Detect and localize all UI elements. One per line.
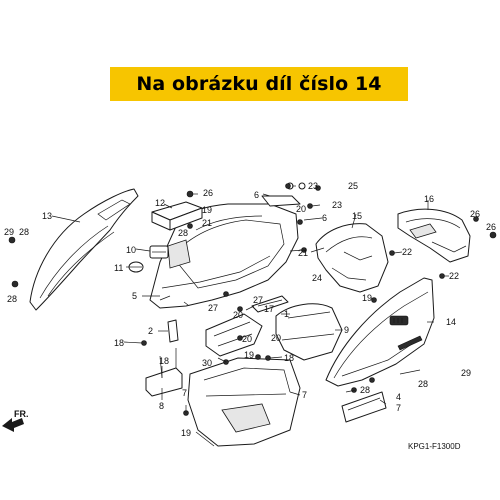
part-2-bracket <box>167 319 179 343</box>
part-6-bracket <box>261 182 306 207</box>
callout-18: 18 <box>159 356 169 366</box>
callout-19: 19 <box>181 428 191 438</box>
callout-13: 13 <box>42 211 52 221</box>
callout-2: 2 <box>148 326 153 336</box>
part-13-left-side-cover <box>29 188 139 311</box>
callout-5: 5 <box>132 291 137 301</box>
callout-22: 22 <box>449 271 459 281</box>
callout-19: 19 <box>244 350 254 360</box>
callout-27: 27 <box>208 303 218 313</box>
callout-28: 28 <box>19 227 29 237</box>
part-7-undertray <box>187 357 301 447</box>
callout-19: 19 <box>202 205 212 215</box>
part-30-tray-cover <box>205 313 263 357</box>
callout-11: 11 <box>114 263 123 273</box>
callout-15: 15 <box>352 211 362 221</box>
callout-23: 23 <box>308 181 318 191</box>
part-4-reflector-plate <box>341 391 387 423</box>
callout-26: 26 <box>486 222 496 232</box>
callout-26: 26 <box>203 188 213 198</box>
part-1-rail <box>251 295 289 313</box>
part-9-floor-panel <box>275 303 343 361</box>
callout-28: 28 <box>360 385 370 395</box>
title-text: Na obrázku díl číslo 14 <box>136 73 382 95</box>
callout-6: 6 <box>322 213 327 223</box>
callout-19: 19 <box>362 293 372 303</box>
callout-20: 20 <box>296 204 306 214</box>
callout-20: 20 <box>233 310 243 320</box>
callout-29: 29 <box>461 368 471 378</box>
part-10-cap <box>149 245 169 259</box>
callout-30: 30 <box>202 358 212 368</box>
front-label: FR. <box>14 409 29 419</box>
callout-29: 29 <box>4 227 14 237</box>
callout-28: 28 <box>7 294 17 304</box>
callout-27: 27 <box>253 295 263 305</box>
callout-21: 21 <box>202 218 212 228</box>
part-12-small-box <box>151 201 203 231</box>
part-16-rear-grip <box>397 208 471 263</box>
callout-10: 10 <box>126 245 136 255</box>
callout-6: 6 <box>254 190 259 200</box>
callout-24: 24 <box>312 273 322 283</box>
callout-20: 20 <box>242 334 252 344</box>
callout-12: 12 <box>155 198 165 208</box>
callout-16: 16 <box>424 194 434 204</box>
callout-23: 23 <box>332 200 342 210</box>
callout-4: 4 <box>396 392 401 402</box>
callout-18: 18 <box>284 353 294 363</box>
part-11-knob <box>128 261 144 273</box>
callout-21: 21 <box>298 248 308 258</box>
part-14-right-side-cover <box>325 277 435 387</box>
diagram-code: KPG1-F1300D <box>408 442 461 451</box>
callout-18: 18 <box>114 338 124 348</box>
front-direction-arrow: FR. <box>2 409 29 432</box>
callout-9: 9 <box>344 325 349 335</box>
callout-7: 7 <box>182 388 187 398</box>
callout-8: 8 <box>159 401 164 411</box>
part-5-storage-frame <box>149 203 299 309</box>
callout-7: 7 <box>396 403 401 413</box>
callout-22: 22 <box>402 247 412 257</box>
callout-20: 20 <box>271 333 281 343</box>
callout-1: 1 <box>284 309 289 319</box>
callout-28: 28 <box>178 228 188 238</box>
callout-labels: 13 29 28 28 12 26 19 21 28 10 11 5 2 18 … <box>4 181 496 438</box>
callout-26: 26 <box>470 209 480 219</box>
bolts <box>8 183 497 416</box>
callout-7: 7 <box>302 390 307 400</box>
callout-25: 25 <box>348 181 358 191</box>
callout-14: 14 <box>446 317 456 327</box>
callout-17: 17 <box>264 304 274 314</box>
title-banner: Na obrázku díl číslo 14 <box>110 67 408 101</box>
part-15-inner-fender <box>315 223 389 293</box>
callout-28: 28 <box>418 379 428 389</box>
leader-lines <box>51 185 449 413</box>
